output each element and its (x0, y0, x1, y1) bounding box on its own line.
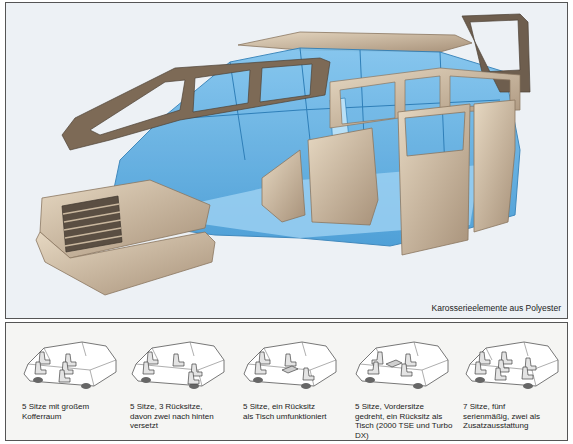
front-door (308, 128, 378, 225)
layout-caption: 5 Sitze mit großem Kofferraum (22, 402, 94, 421)
seat-icon (285, 354, 296, 366)
table-icon (282, 366, 298, 373)
seat-icon (303, 368, 314, 380)
front-bumper (36, 232, 215, 295)
figure-caption: Karosserieelemente aus Polyester (432, 303, 561, 313)
layout-caption: 7 Sitze, fünf serienmäßig, zwei als Zusa… (463, 402, 553, 431)
seat-icon (475, 362, 486, 374)
seat-icon (188, 372, 199, 384)
seat-icon (35, 362, 46, 374)
layout-caption: 5 Sitze, 3 Rücksitze, davon zwei nach hi… (130, 402, 214, 431)
bottom-panel (6, 323, 568, 441)
layout-drawing (356, 342, 448, 389)
layout-caption: 5 Sitze, ein Rücksitz als Tisch umfunkti… (243, 402, 327, 421)
van-icon (466, 342, 558, 389)
seat-icon (59, 370, 70, 382)
seat-icon (479, 352, 490, 364)
van-icon (244, 342, 336, 389)
top-panel (6, 3, 568, 319)
van-icon (356, 342, 448, 389)
sliding-door (398, 104, 470, 255)
roof-panel (238, 32, 472, 52)
seat-icon (173, 354, 184, 366)
van-icon (24, 342, 116, 389)
seat-icon (143, 362, 154, 374)
layout-drawing (132, 342, 224, 389)
grille-slats (63, 204, 122, 246)
van-icon (132, 342, 224, 389)
seat-icon (495, 368, 506, 380)
layout-drawing (244, 342, 336, 389)
front-fender (262, 150, 305, 222)
seat-icon (39, 352, 50, 364)
seat-icon (368, 362, 379, 374)
layout-drawing (466, 342, 558, 389)
seat-icon (259, 352, 270, 364)
layout-drawing (24, 342, 116, 389)
seat-icon (255, 362, 266, 374)
seat-icon (401, 364, 412, 376)
layout-caption: 5 Sitze, Vordersitze gedreht, ein Rücksi… (355, 402, 453, 440)
seat-icon (522, 367, 533, 379)
far-side-frame (62, 58, 330, 150)
seat-icon (147, 352, 158, 364)
grille (62, 196, 122, 252)
seat-icon (405, 354, 416, 366)
table-icon (386, 360, 402, 367)
rear-quarter-panel (474, 100, 515, 232)
